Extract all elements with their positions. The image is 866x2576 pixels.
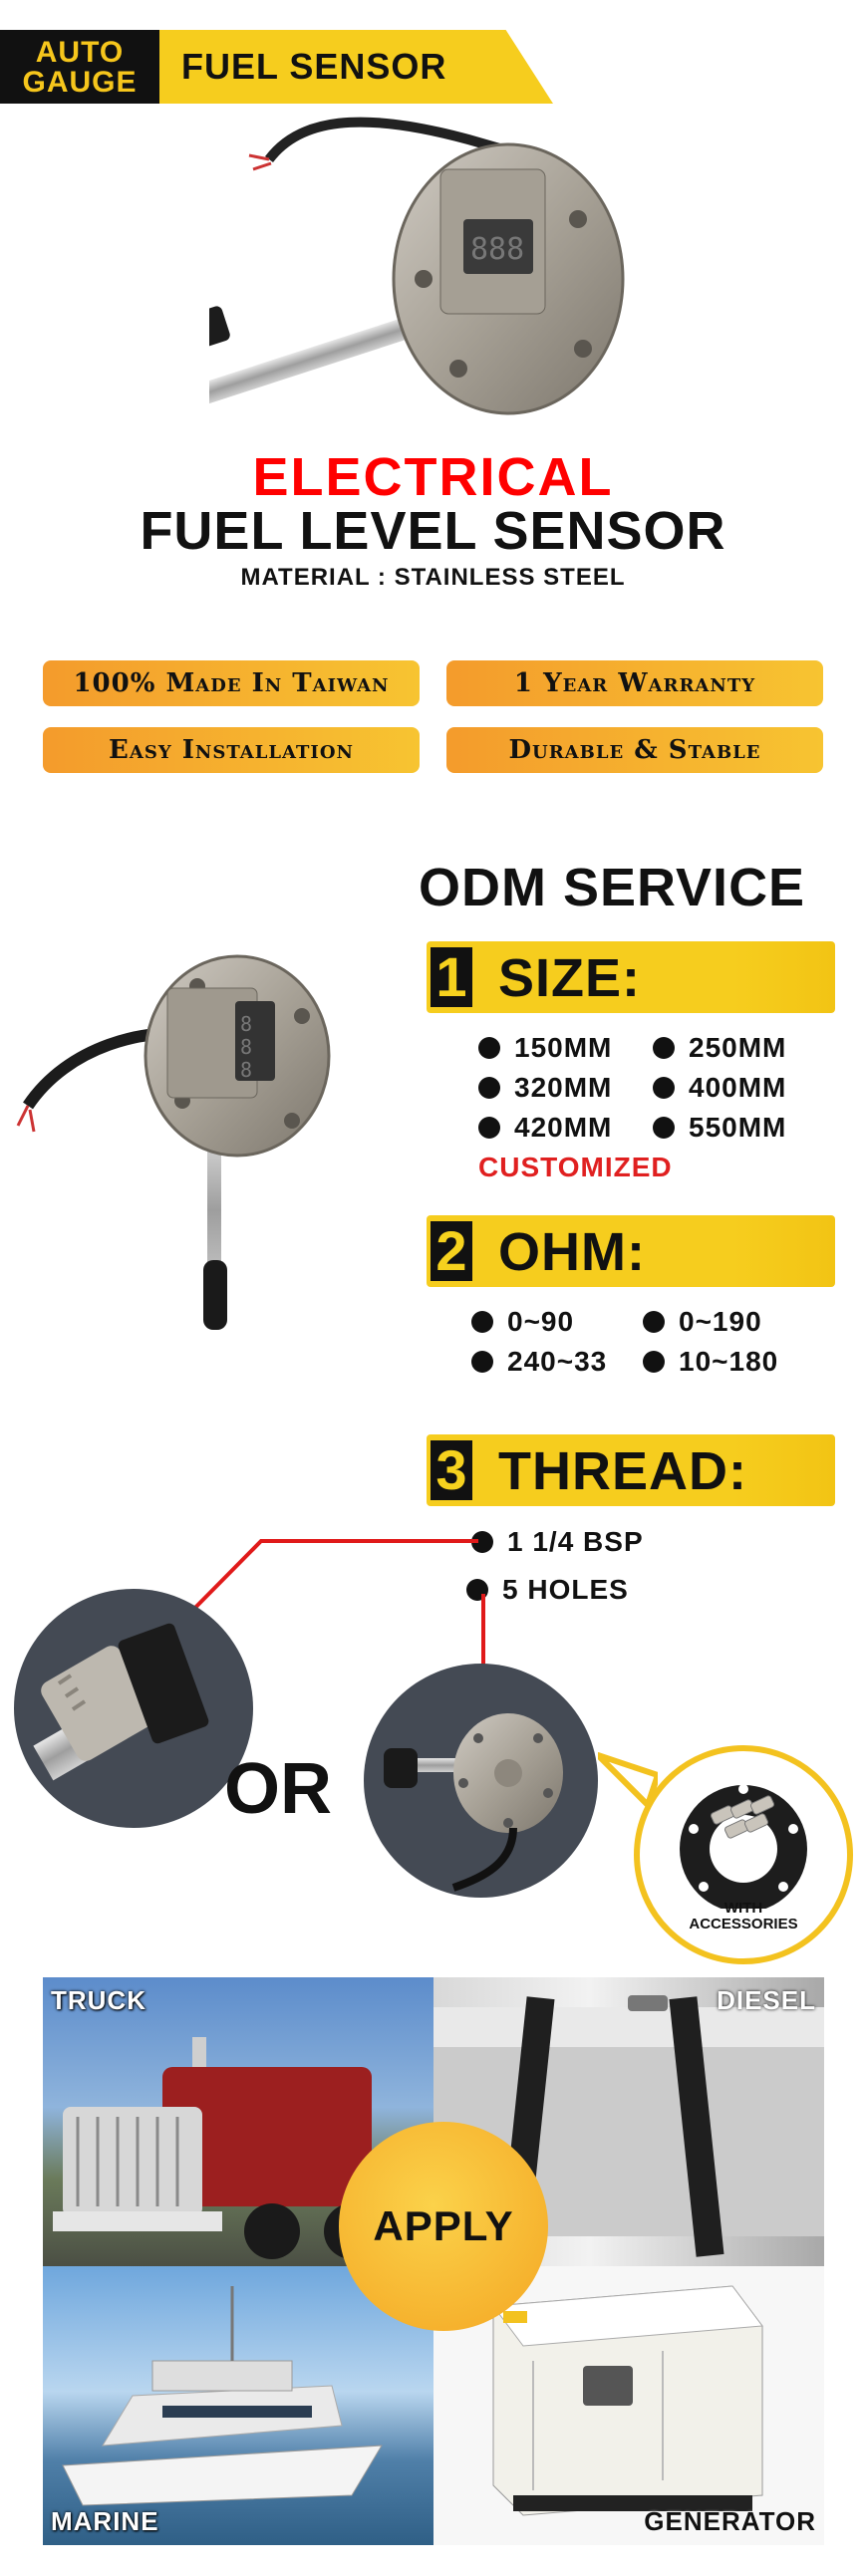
svg-text:8: 8 (240, 1035, 252, 1059)
size-option: 250MM (653, 1032, 786, 1064)
logo-line-2: GAUGE (22, 66, 138, 99)
svg-text:8: 8 (240, 1058, 252, 1082)
accessory-callout-tail (598, 1752, 658, 1808)
feature-easy-installation: Easy Installation (43, 727, 420, 773)
ohm-option: 0~190 (643, 1306, 762, 1338)
size-option: 400MM (653, 1072, 786, 1104)
size-option: 150MM (478, 1032, 612, 1064)
ohm-option: 240~33 (471, 1346, 607, 1378)
size-section-label: SIZE: (498, 948, 642, 1008)
diesel-tank-image (433, 1995, 824, 2257)
size-option: 320MM (478, 1072, 612, 1104)
accessories-caption-line-1: WITH (723, 1900, 763, 1917)
feature-warranty: 1 Year Warranty (446, 660, 823, 706)
tile-label-marine: MARINE (51, 2506, 159, 2536)
generator-image (492, 2285, 763, 2516)
gasket-accessories-image (680, 1784, 807, 1909)
thread-option-bsp: 1 1/4 BSP (471, 1526, 644, 1558)
fuel-sensor-banner: FUEL SENSOR (159, 30, 553, 104)
five-hole-flange-image (364, 1664, 598, 1898)
thread-section-header: 3 THREAD: (427, 1434, 835, 1506)
ohm-option: 10~180 (643, 1346, 778, 1378)
ohm-section-header: 2 OHM: (427, 1215, 835, 1287)
size-option: 420MM (478, 1112, 612, 1144)
feature-durable-stable: Durable & Stable (446, 727, 823, 773)
tile-label-truck: TRUCK (51, 1985, 146, 2015)
ohm-section-number: 2 (431, 1221, 472, 1281)
truck-image (53, 2037, 380, 2259)
accessories-caption-line-2: ACCESSORIES (689, 1916, 798, 1932)
accessories-bubble: WITH ACCESSORIES (634, 1745, 853, 1964)
tile-label-diesel: DIESEL (717, 1985, 816, 2015)
boat-image (62, 2286, 383, 2506)
headline-fuel-level-sensor: FUEL LEVEL SENSOR (140, 501, 726, 561)
apply-badge: APPLY (339, 2122, 548, 2331)
ohm-section-label: OHM: (498, 1222, 646, 1282)
accessories-caption: WITH ACCESSORIES (640, 1901, 847, 1932)
headline-electrical: ELECTRICAL (252, 447, 614, 507)
fuel-sensor-product-image: 888 (209, 117, 625, 415)
odm-service-title: ODM SERVICE (419, 858, 806, 917)
material-label: MATERIAL : STAINLESS STEEL (240, 564, 626, 591)
marine-tile: MARINE (43, 2266, 433, 2545)
diesel-tile: DIESEL (433, 1977, 824, 2266)
banner-text: FUEL SENSOR (181, 46, 447, 87)
size-section-header: 1 SIZE: (427, 941, 835, 1013)
brand-logo: AUTO GAUGE (0, 30, 159, 104)
logo-line-1: AUTO (35, 36, 125, 69)
size-customized-label: CUSTOMIZED (478, 1152, 673, 1182)
sensor-side-view-image: 8 8 8 (16, 954, 331, 1330)
feature-made-in-taiwan: 100% Made In Taiwan (43, 660, 420, 706)
tile-label-generator: GENERATOR (644, 2506, 816, 2536)
thread-section-number: 3 (431, 1440, 472, 1500)
thread-option-holes: 5 HOLES (466, 1574, 629, 1606)
size-section-number: 1 (431, 947, 472, 1007)
thread-section-label: THREAD: (498, 1441, 747, 1501)
bsp-thread-image (14, 1589, 253, 1828)
svg-text:888: 888 (470, 232, 524, 267)
svg-text:8: 8 (240, 1012, 252, 1036)
or-label: OR (224, 1749, 332, 1829)
ohm-option: 0~90 (471, 1306, 574, 1338)
size-option: 550MM (653, 1112, 786, 1144)
